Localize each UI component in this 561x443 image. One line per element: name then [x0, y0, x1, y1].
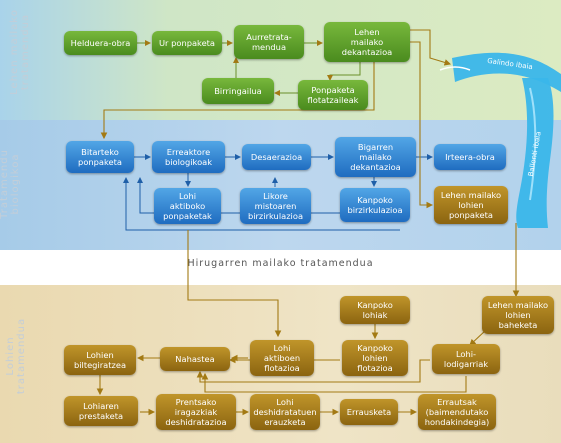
node-desaerazioa[interactable]: Desaerazioa: [242, 144, 311, 170]
river-highlight: [529, 87, 537, 201]
tertiary-treatment-band: [0, 250, 561, 285]
node-lehen-mailako-lohien-ponpaketa[interactable]: Lehen mailako lohien ponpaketa: [434, 186, 508, 224]
node-ponpaketa-flotatzaileak[interactable]: Ponpaketa flotatzaileak: [298, 80, 368, 110]
flow-lohi-aktiboko-down: [187, 230, 282, 338]
node-lohi-aktiboko-ponpaketak[interactable]: Lohi aktiboko ponpaketak: [154, 188, 221, 224]
wave-accent: [439, 66, 471, 71]
node-errausketa[interactable]: Errausketa: [340, 399, 398, 425]
node-bitarteko-ponpaketa[interactable]: Bitarteko ponpaketa: [66, 141, 134, 173]
node-irteera-obra[interactable]: Irteera-obra: [434, 144, 506, 170]
node-nahastea[interactable]: Nahastea: [160, 347, 230, 371]
node-likore-mistoaren-birzirkulazioa[interactable]: Likore mistoaren birzirkulazioa: [240, 188, 311, 224]
node-kanpoko-lohiak[interactable]: Kanpoko lohiak: [340, 296, 410, 324]
node-helduera-obra[interactable]: Helduera-obra: [64, 31, 137, 55]
node-kanpoko-lohien-flotazioa[interactable]: Kanpoko lohien flotazioa: [342, 340, 408, 376]
node-bigarren-mailako-dekantazioa[interactable]: Bigarren mailako dekantazioa: [335, 137, 416, 177]
flow-recirc-loop-outer: [123, 177, 400, 231]
node-aurretratamendua[interactable]: Aurretrata- mendua: [234, 25, 304, 59]
flow-dekantazioa-to-lehen-lohien: [410, 41, 434, 209]
node-lohi-deshidratatuen-erauzketa[interactable]: Lohi deshidratatuen erauzketa: [250, 394, 320, 430]
node-prentsako-iragazkiak-deshidratazioa[interactable]: Prentsako iragazkiak deshidratazioa: [156, 394, 236, 430]
flow-lodigarriak-loop: [201, 372, 467, 393]
flow-dekantazioa-to-river: [410, 29, 452, 66]
node-errautsak[interactable]: Errautsak (baimendutako hondakindegia): [418, 394, 496, 430]
node-lehen-mailako-dekantazioa[interactable]: Lehen mailako dekantazioa: [324, 22, 410, 62]
flow-lodigarriak-to-nahastea: [196, 359, 430, 383]
node-lehen-mailako-lohien-baheketa[interactable]: Lehen mailako lohien baheketa: [482, 296, 554, 334]
node-lohien-biltegiratzea[interactable]: Lohien biltegiratzea: [64, 345, 136, 375]
flow-dekantazioa-to-bitarteko: [100, 62, 375, 140]
node-lohi-aktiboen-flotazioa[interactable]: Lohi aktiboen flotazioa: [250, 340, 314, 376]
node-kanpoko-birzirkulazioa[interactable]: Kanpoko birzirkulazioa: [340, 188, 410, 222]
tertiary-treatment-label: Hirugarren mailako tratamendua: [187, 258, 374, 269]
node-ur-ponpaketa[interactable]: Ur ponpaketa: [152, 31, 222, 55]
node-birringailua[interactable]: Birringailua: [202, 78, 274, 104]
galindo-river: [452, 52, 561, 92]
node-lohi-lodigarriak[interactable]: Lohi- lodigarriak: [432, 344, 500, 374]
node-erreaktore-biologikoak[interactable]: Erreaktore biologikoak: [152, 141, 225, 173]
flow-dekantazioa-to-ponpaketa: [327, 62, 361, 81]
node-lohiaren-prestaketa[interactable]: Lohiaren prestaketa: [64, 396, 138, 426]
